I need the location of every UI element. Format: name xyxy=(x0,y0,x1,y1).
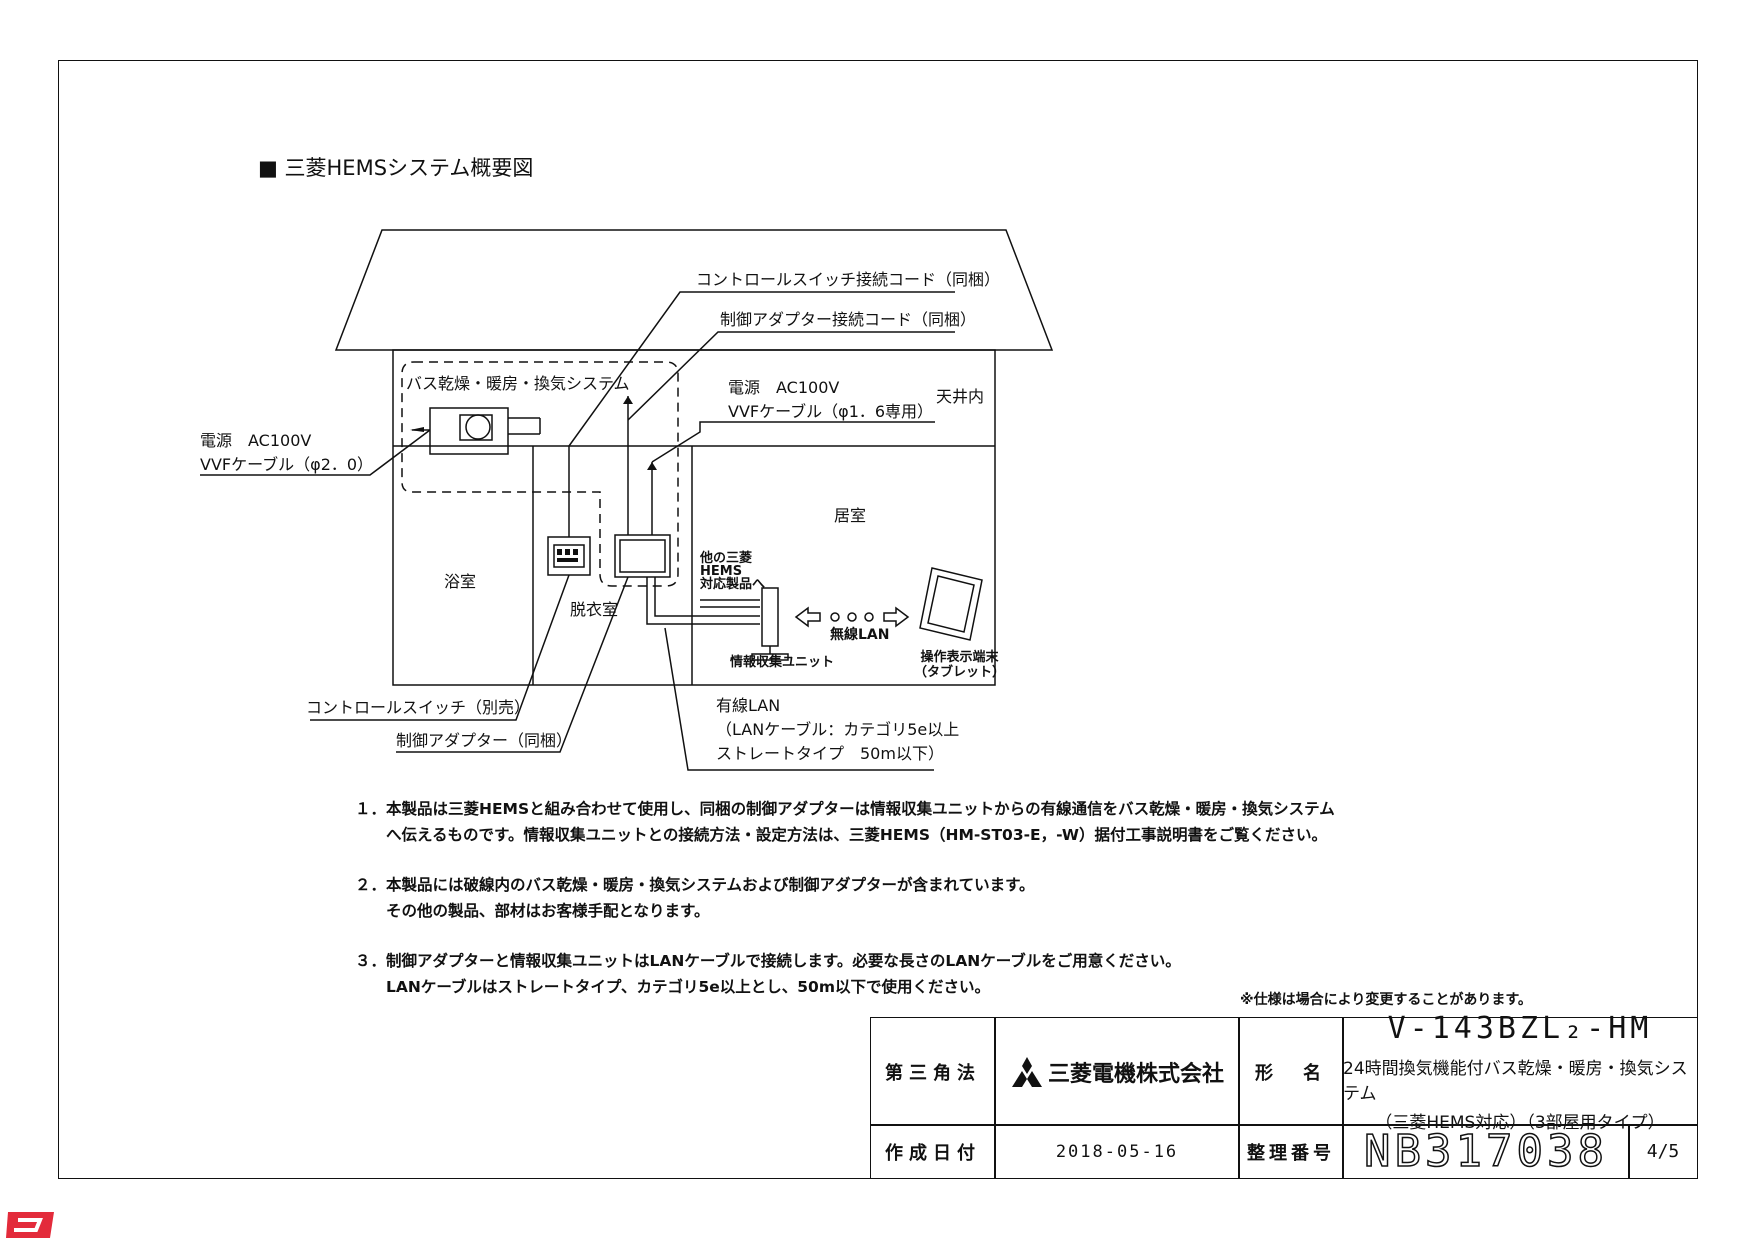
corner-stamp-icon xyxy=(6,1212,54,1238)
company-name: 三菱電機株式会社 xyxy=(1047,1061,1224,1087)
note-1-line1: １．本製品は三菱HEMSと組み合わせて使用し、同梱の制御アダプターは情報収集ユニ… xyxy=(355,800,1335,818)
note-1-line2: へ伝えるものです。情報収集ユニットとの接続方法・設定方法は、三菱HEMS（HM-… xyxy=(355,826,1327,844)
label-wired-lan-2: （LANケーブル：カテゴリ5e以上 xyxy=(716,720,960,739)
bath-fan-icon xyxy=(465,414,491,440)
model-desc-2: （三菱HEMS対応）（3部屋用タイプ） xyxy=(1375,1112,1665,1133)
label-wired-lan-1: 有線LAN xyxy=(716,696,781,715)
label-info-unit: 情報収集ユニット xyxy=(730,655,835,670)
bath-dryer-unit xyxy=(429,407,509,455)
page-number: 4/5 xyxy=(1646,1141,1680,1162)
spec-notice: ※仕様は場合により変更することがあります。 xyxy=(1240,992,1532,1008)
mitsubishi-logo-icon xyxy=(1011,1056,1042,1087)
label-control-adapter: 制御アダプター（同梱） xyxy=(396,731,573,750)
creation-date: 2018-05-16 xyxy=(1055,1141,1179,1162)
note-1: １．本製品は三菱HEMSと組み合わせて使用し、同梱の制御アダプターは情報収集ユニ… xyxy=(355,796,1335,848)
page-cell: 4/5 xyxy=(1628,1124,1698,1179)
label-dressing-room: 脱衣室 xyxy=(570,600,619,619)
note-2-line1: ２．本製品には破線内のバス乾燥・暖房・換気システムおよび制御アダプターが含まれて… xyxy=(355,876,1035,894)
label-bathroom: 浴室 xyxy=(444,572,477,591)
note-2-line2: その他の製品、部材はお客様手配となります。 xyxy=(355,902,710,920)
ref-label-cell: 整理番号 xyxy=(1238,1124,1344,1179)
projection-cell: 第三角法 xyxy=(870,1017,996,1126)
label-power-left-1: 電源 AC100V xyxy=(200,431,312,450)
product-scope-dashed xyxy=(401,361,679,587)
model-desc-1: 24時間換気機能付バス乾燥・暖房・換気システム xyxy=(1343,1058,1688,1104)
house-roof xyxy=(334,229,1054,351)
info-collection-unit xyxy=(761,587,779,647)
label-living-room: 居室 xyxy=(834,506,867,525)
page-title: ■ 三菱HEMSシステム概要図 xyxy=(258,156,534,180)
label-control-switch-cord: コントロールスイッチ接続コード（同梱） xyxy=(696,270,1001,289)
label-adapter-cord: 制御アダプター接続コード（同梱） xyxy=(720,310,977,329)
wireless-arrow-right xyxy=(883,606,910,628)
label-power-right-1: 電源 AC100V xyxy=(728,378,840,397)
note-3: ３．制御アダプターと情報収集ユニットはLANケーブルで接続します。必要な長さのL… xyxy=(355,948,1181,1000)
control-adapter-box xyxy=(614,534,671,578)
model-label: 形 名 xyxy=(1255,1062,1327,1084)
projection-label: 第三角法 xyxy=(885,1062,981,1084)
note-3-line1: ３．制御アダプターと情報収集ユニットはLANケーブルで接続します。必要な長さのL… xyxy=(355,952,1181,970)
note-2: ２．本製品には破線内のバス乾燥・暖房・換気システムおよび制御アダプターが含まれて… xyxy=(355,872,1035,924)
label-wired-lan-3: ストレートタイプ 50m以下） xyxy=(716,744,944,763)
ref-label: 整理番号 xyxy=(1247,1142,1335,1164)
date-cell: 2018-05-16 xyxy=(994,1124,1240,1179)
wireless-arrow-left xyxy=(794,606,821,628)
label-control-switch: コントロールスイッチ（別売） xyxy=(306,698,531,717)
date-label: 作成日付 xyxy=(885,1142,981,1164)
note-3-line2: LANケーブルはストレートタイプ、カテゴリ5e以上とし、50m以下で使用ください… xyxy=(355,978,990,996)
label-ceiling: 天井内 xyxy=(936,387,985,406)
label-power-right-2: VVFケーブル（φ1．6専用） xyxy=(728,402,934,421)
company-cell: 三菱電機株式会社 xyxy=(994,1017,1240,1126)
title-block: 第三角法 三菱電機株式会社 形 名 V-143BZL₂-HM 24時間換気機能付… xyxy=(870,1011,1698,1179)
ref-number: NB317038 xyxy=(1363,1125,1608,1178)
model-label-cell: 形 名 xyxy=(1238,1017,1344,1126)
tablet-device xyxy=(919,567,983,641)
ref-number-cell: NB317038 xyxy=(1342,1124,1630,1179)
label-wireless-lan: 無線LAN xyxy=(830,627,890,643)
date-label-cell: 作成日付 xyxy=(870,1124,996,1179)
label-bath-system: バス乾燥・暖房・換気システム xyxy=(406,374,630,393)
label-power-left-2: VVFケーブル（φ2．0） xyxy=(200,455,374,474)
house-walls xyxy=(392,349,996,686)
label-other-hems: 他の三菱 HEMS 対応製品へ xyxy=(700,551,766,592)
model-cell: V-143BZL₂-HM 24時間換気機能付バス乾燥・暖房・換気システム （三菱… xyxy=(1342,1011,1698,1133)
label-tablet: 操作表示端末 （タブレット） xyxy=(914,650,1006,680)
model-number: V-143BZL₂-HM xyxy=(1387,1010,1653,1046)
